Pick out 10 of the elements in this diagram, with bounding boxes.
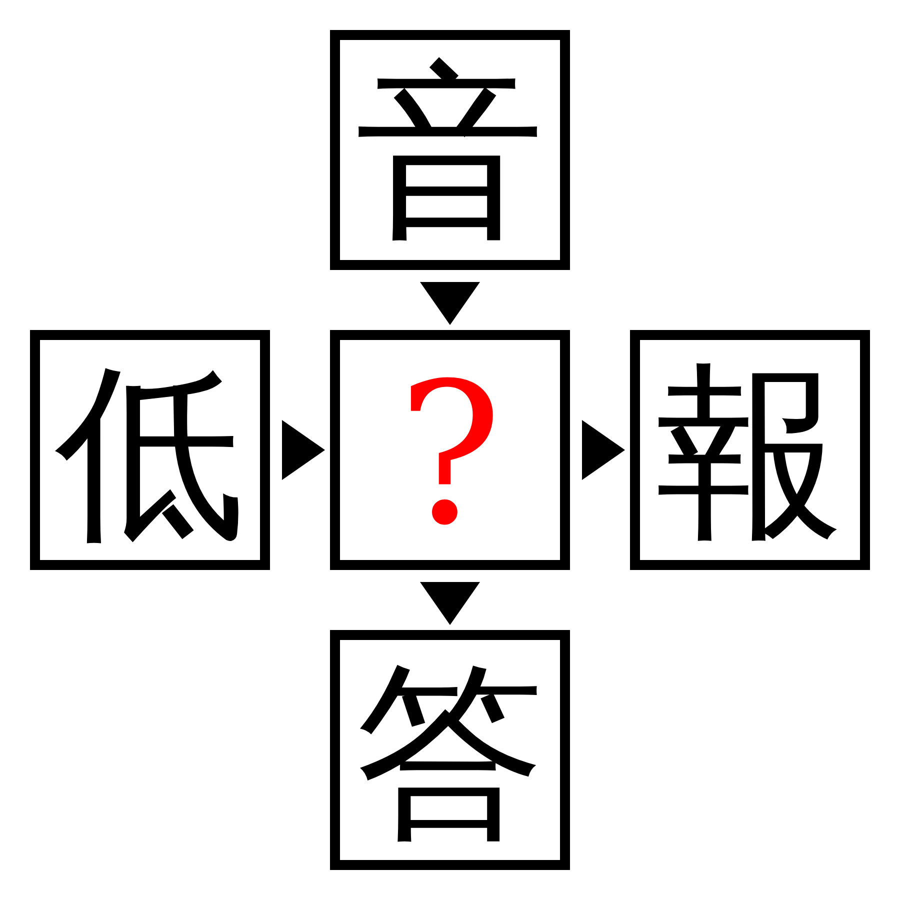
- kanji-box: [30, 330, 270, 570]
- question-mark: ?: [398, 356, 502, 552]
- kanji-character: 報: [655, 358, 845, 548]
- kanji-character: 低: [55, 358, 245, 548]
- kanji-box: [330, 30, 570, 270]
- kanji-box: [330, 630, 570, 870]
- kanji-box: [630, 330, 870, 570]
- kanji-box: [330, 330, 570, 570]
- kanji-character: 音: [355, 58, 545, 248]
- kanji-character: 答: [355, 658, 545, 848]
